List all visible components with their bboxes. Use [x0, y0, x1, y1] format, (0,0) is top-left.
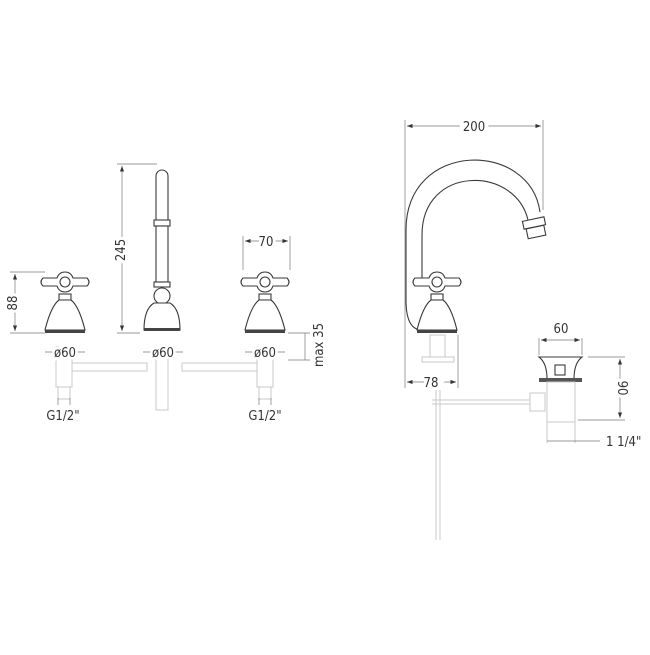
center-spout	[143, 169, 181, 331]
right-cross-handle-valve	[240, 271, 290, 334]
dimension-245: 245	[114, 239, 129, 261]
side-cross-handle-valve	[412, 271, 462, 334]
left-base-diameter: ø60	[54, 346, 76, 361]
underdeck-pipework	[55, 346, 274, 411]
dimension-200: 200	[463, 120, 485, 135]
dimension-78: 78	[424, 376, 439, 391]
left-connection-thread: G1/2"	[46, 409, 79, 424]
dimension-88: 88	[6, 296, 21, 311]
waste-height-90: 90	[614, 381, 629, 396]
right-connection-thread: G1/2"	[248, 409, 281, 424]
left-cross-handle-valve	[40, 271, 90, 334]
right-base-diameter: ø60	[254, 346, 276, 361]
center-base-diameter: ø60	[152, 346, 174, 361]
side-view: 200 78	[404, 116, 547, 540]
waste-width-60: 60	[554, 322, 569, 337]
swan-neck-spout	[405, 159, 547, 331]
max-deck-thickness: max 35	[312, 323, 327, 367]
dimension-70: 70	[259, 235, 274, 250]
pop-up-waste: 60 90 1 1/4"	[529, 322, 641, 450]
side-underdeck-pipework	[421, 334, 530, 540]
waste-connection-thread: 1 1/4"	[606, 435, 641, 450]
front-view: 88 245 70 ø60 ø60 ø60 max 35 G1/2" G1/2"	[3, 163, 327, 424]
